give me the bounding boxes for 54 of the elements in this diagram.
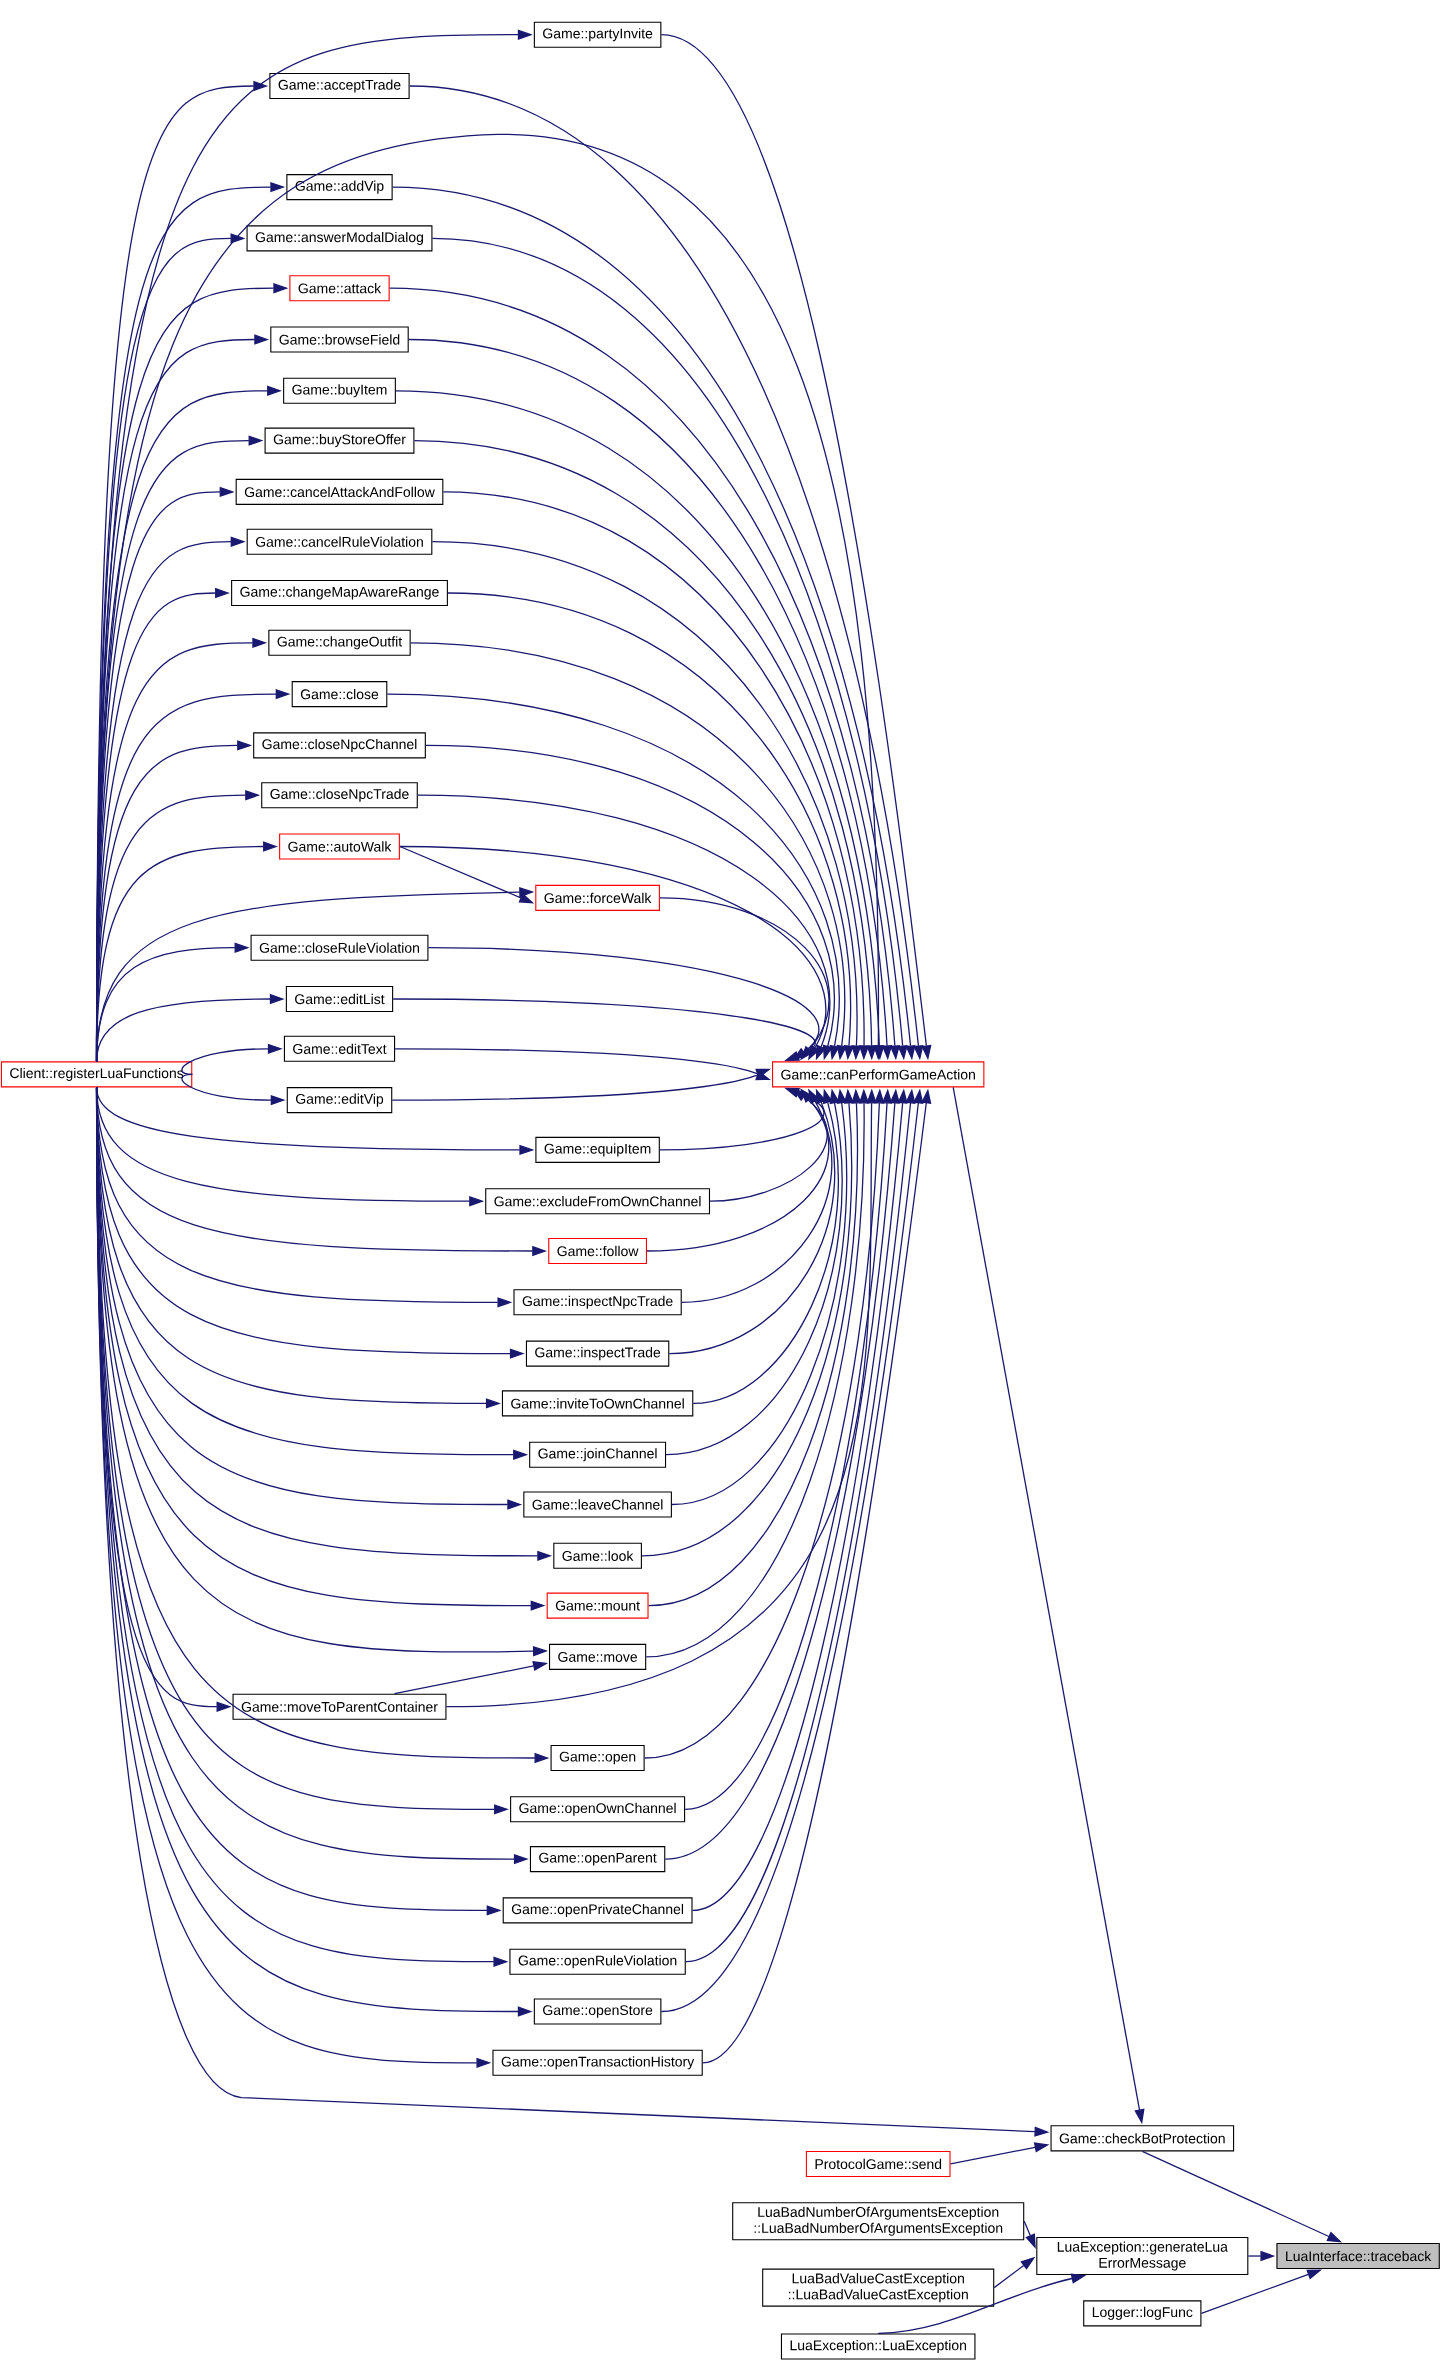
function-box: Game::inspectNpcTrade [513,1289,682,1316]
function-box: Game::forceWalk [535,884,660,911]
function-box: Game::canPerformGameAction [772,1061,985,1088]
function-box: Game::buyItem [283,377,396,404]
function-box: Game::inspectTrade [525,1340,670,1367]
function-box: Game::editText [283,1035,396,1062]
function-box: Game::partyInvite [533,21,662,48]
function-box: Game::moveToParentContainer [232,1693,447,1720]
function-box: Game::openPrivateChannel [502,1897,693,1924]
function-box: Game::joinChannel [529,1441,667,1468]
function-box: LuaInterface::traceback [1276,2242,1440,2270]
function-box: Game::answerModalDialog [246,225,433,252]
function-box: Game::changeMapAwareRange [231,579,448,607]
function-box: Game::checkBotProtection [1050,2125,1235,2152]
function-box: Game::closeRuleViolation [250,934,429,961]
function-box: Client::registerLuaFunctions [0,1061,193,1088]
arrow [709,1088,828,1202]
function-box: Game::move [549,1643,647,1670]
function-box: Game::openOwnChannel [510,1796,686,1823]
function-box: Game::closeNpcTrade [261,782,418,809]
function-box: Game::open [550,1744,645,1772]
function-box: Game::autoWalk [279,833,400,860]
function-box: Game::equipItem [535,1136,660,1163]
function-box: Game::addVip [286,174,393,201]
function-box: ProtocolGame::send [805,2150,951,2177]
function-box: Game::acceptTrade [269,72,410,100]
function-box: Game::editList [285,985,394,1013]
function-box: LuaBadValueCastException ::LuaBadValueCastException [762,2268,995,2307]
function-box: Game::openRuleViolation [509,1948,686,1975]
function-box: Game::mount [546,1592,649,1619]
arrow [427,947,820,1061]
function-box: Game::changeOutfit [268,629,411,656]
function-box: Game::leaveChannel [523,1491,672,1518]
function-box: LuaException::generateLua ErrorMessage [1036,2236,1249,2276]
function-box: LuaBadNumberOfArgumentsException ::LuaBadNumberOfArgumentsException [732,2202,1025,2241]
function-box: Game::openParent [529,1846,666,1873]
function-box: Game::close [291,681,388,708]
function-box: Game::excludeFromOwnChannel [485,1188,711,1215]
function-box: Game::closeNpcChannel [253,732,426,759]
function-box: Game::buyStoreOffer [264,427,415,454]
function-box: Game::look [553,1542,642,1569]
function-box: Game::inviteToOwnChannel [501,1390,694,1417]
function-box: Logger::logFunc [1083,2300,1202,2327]
function-box: Game::follow [548,1237,647,1265]
function-box: Game::editVip [286,1087,393,1114]
function-box: Game::attack [289,275,390,302]
function-box: LuaException::LuaException [780,2333,976,2360]
arrow [659,1087,825,1151]
function-box: Game::openTransactionHistory [492,2049,703,2076]
arrow [392,998,816,1061]
function-box: Game::cancelAttackAndFollow [235,478,444,505]
function-box: Game::cancelRuleViolation [246,528,433,555]
function-box: Game::browseField [270,326,409,353]
function-box: Game::openStore [533,1998,662,2025]
